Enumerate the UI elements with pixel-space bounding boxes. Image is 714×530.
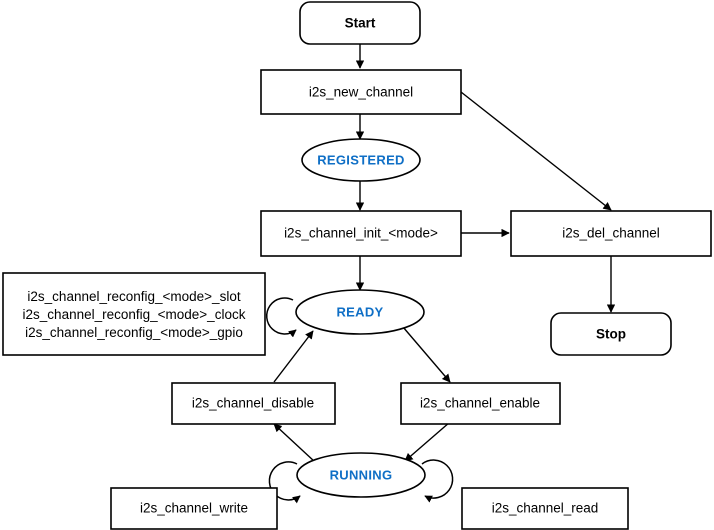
new-channel-label: i2s_new_channel <box>309 85 413 100</box>
reconfig-line-clock: i2s_channel_reconfig_<mode>_clock <box>23 307 246 322</box>
channel-enable-shape <box>400 382 561 425</box>
ready-label: READY <box>336 304 383 319</box>
running-shape <box>296 452 426 498</box>
channel-disable-shape <box>171 382 336 425</box>
channel-init-shape <box>260 210 462 257</box>
channel-enable-label: i2s_channel_enable <box>420 396 540 411</box>
node-reconfig-note[interactable]: i2s_channel_reconfig_<mode>_slot i2s_cha… <box>2 272 266 356</box>
reconfig-note-shape <box>2 272 266 356</box>
channel-write-shape <box>110 487 278 530</box>
node-channel-write[interactable]: i2s_channel_write <box>110 487 278 530</box>
node-channel-enable[interactable]: i2s_channel_enable <box>400 382 561 425</box>
stop-label: Stop <box>596 327 626 342</box>
channel-write-label: i2s_channel_write <box>140 501 248 516</box>
node-new-channel[interactable]: i2s_new_channel <box>260 69 462 115</box>
node-stop[interactable]: Stop <box>550 312 672 356</box>
del-channel-label: i2s_del_channel <box>562 226 660 241</box>
start-label: Start <box>345 16 376 31</box>
registered-label: REGISTERED <box>317 152 405 167</box>
node-channel-read[interactable]: i2s_channel_read <box>461 487 629 530</box>
reconfig-line-gpio: i2s_channel_reconfig_<mode>_gpio <box>25 325 243 340</box>
channel-read-label: i2s_channel_read <box>492 501 599 516</box>
node-state-ready[interactable]: READY <box>295 289 425 335</box>
edge-ready-to-channel-enable <box>402 326 451 383</box>
node-channel-init[interactable]: i2s_channel_init_<mode> <box>260 210 462 257</box>
edge-running-self-loop-left <box>268 461 301 504</box>
del-channel-shape <box>510 210 712 257</box>
edge-running-self-loop-right <box>421 459 454 503</box>
edge-channel-enable-to-running <box>404 421 451 462</box>
channel-read-shape <box>461 487 629 530</box>
start-shape <box>299 1 421 45</box>
reconfig-line-slot: i2s_channel_reconfig_<mode>_slot <box>27 289 240 304</box>
edge-ready-self-loop <box>266 297 297 338</box>
node-channel-disable[interactable]: i2s_channel_disable <box>171 382 336 425</box>
channel-disable-label: i2s_channel_disable <box>192 396 314 411</box>
node-del-channel[interactable]: i2s_del_channel <box>510 210 712 257</box>
edge-channel-disable-to-ready <box>273 330 314 383</box>
ready-shape <box>295 289 425 335</box>
node-start[interactable]: Start <box>299 1 421 45</box>
stop-shape <box>550 312 672 356</box>
node-state-registered[interactable]: REGISTERED <box>301 138 421 182</box>
channel-init-label: i2s_channel_init_<mode> <box>284 226 438 241</box>
edge-new-channel-to-del-channel <box>460 91 612 211</box>
running-label: RUNNING <box>330 467 393 482</box>
edge-running-to-channel-disable <box>273 423 316 463</box>
registered-shape <box>301 138 421 182</box>
new-channel-shape <box>260 69 462 115</box>
node-state-running[interactable]: RUNNING <box>296 452 426 498</box>
